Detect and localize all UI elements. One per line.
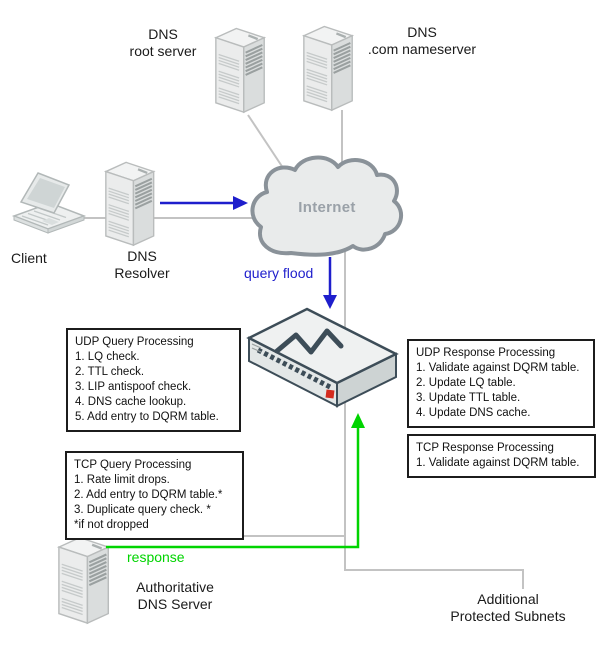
ddos-appliance-icon xyxy=(246,307,399,408)
appliance-brand-mark xyxy=(325,389,335,399)
box-line: 1. LQ check. xyxy=(75,351,140,363)
dns-com-nameserver-icon xyxy=(302,25,354,112)
client-laptop-icon xyxy=(11,172,87,234)
box-line: 2. TTL check. xyxy=(75,366,145,378)
dns-root-server-label: DNS root server xyxy=(129,26,197,59)
tcp-response-processing-box: TCP Response Processing 1. Validate agai… xyxy=(407,434,596,478)
box-line: 2. Add entry to DQRM table.* xyxy=(74,489,223,501)
box-line: 3. Update TTL table. xyxy=(416,392,521,404)
connector-backbone-subnets xyxy=(344,252,524,589)
authoritative-dns-server-label: Authoritative DNS Server xyxy=(136,579,214,612)
udp-response-processing-box: UDP Response Processing 1. Validate agai… xyxy=(407,339,595,428)
internet-cloud xyxy=(250,155,404,257)
box-line: 3. Duplicate query check. * xyxy=(74,504,211,516)
query-flood-label: query flood xyxy=(244,265,314,281)
udp-query-processing-box: UDP Query Processing 1. LQ check. 2. TTL… xyxy=(66,328,241,432)
dns-resolver-label: DNS Resolver xyxy=(114,248,170,281)
query-flood-arrow xyxy=(323,257,337,309)
appliance-logo-zigzag xyxy=(274,328,344,355)
box-title: TCP Response Processing xyxy=(416,442,554,454)
additional-protected-subnets-label: Additional Protected Subnets xyxy=(450,591,566,624)
dns-com-nameserver-label: DNS .com nameserver xyxy=(367,24,477,57)
authoritative-dns-server-icon xyxy=(57,536,110,625)
box-title: UDP Query Processing xyxy=(75,336,194,348)
box-line: 1. Validate against DQRM table. xyxy=(416,457,580,469)
box-line: 4. DNS cache lookup. xyxy=(75,396,187,408)
response-arrow xyxy=(106,413,365,549)
box-line: 1. Rate limit drops. xyxy=(74,474,170,486)
box-title: TCP Query Processing xyxy=(74,459,192,471)
box-line: 3. LIP antispoof check. xyxy=(75,381,192,393)
box-line: 1. Validate against DQRM table. xyxy=(416,362,580,374)
box-line: 5. Add entry to DQRM table. xyxy=(75,411,219,423)
box-footnote: *if not dropped xyxy=(74,519,149,531)
client-label: Client xyxy=(11,250,47,266)
tcp-query-processing-box: TCP Query Processing 1. Rate limit drops… xyxy=(65,451,244,540)
box-line: 2. Update LQ table. xyxy=(416,377,516,389)
internet-label: Internet xyxy=(298,199,356,216)
box-line: 4. Update DNS cache. xyxy=(416,407,531,419)
response-label: response xyxy=(127,549,185,565)
dns-resolver-icon xyxy=(104,161,155,247)
query-arrow-resolver-to-internet xyxy=(160,196,248,210)
box-title: UDP Response Processing xyxy=(416,347,556,359)
